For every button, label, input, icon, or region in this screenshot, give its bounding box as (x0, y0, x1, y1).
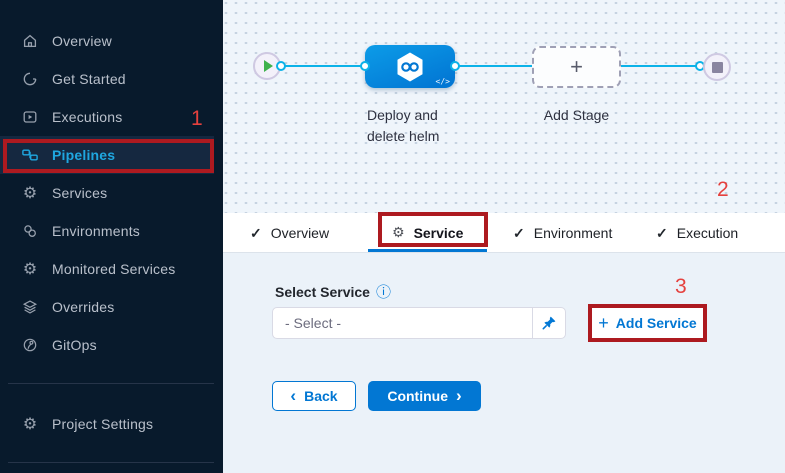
connector-dot[interactable] (360, 61, 370, 71)
select-service-label: Select Service (275, 284, 370, 300)
stage-config-tabbar: ✓ Overview ⚙ Service ✓ Environment ✓ Exe… (223, 212, 785, 253)
sidebar-item-label: Pipelines (52, 147, 116, 163)
add-stage-node[interactable]: + (532, 46, 621, 88)
annotation-box-2 (378, 212, 488, 247)
gear-icon: ⚙ (22, 183, 38, 202)
sidebar-item-label: GitOps (52, 337, 97, 353)
service-select-dropdown[interactable]: - Select - (272, 307, 566, 339)
select-placeholder: - Select - (285, 315, 342, 331)
sidebar-item-monitored-services[interactable]: ⚙ Monitored Services (0, 250, 223, 288)
sidebar-item-label: Executions (52, 109, 123, 125)
code-icon[interactable]: </> (435, 77, 450, 86)
cd-infinity-icon (393, 50, 427, 89)
sidebar-item-executions[interactable]: Executions (0, 98, 223, 136)
pipeline-canvas: </> + Deploy and delete helm Add Stage 2 (223, 0, 785, 213)
stage-title: Deploy and delete helm (367, 107, 440, 144)
flow-connector-line (459, 65, 532, 67)
select-service-label-row: Select Service ⓘ (275, 284, 391, 300)
stage-node-deploy[interactable]: </> (365, 45, 455, 88)
pin-icon[interactable] (532, 308, 565, 338)
executions-icon (22, 109, 38, 125)
sidebar-item-label: Overview (52, 33, 112, 49)
pipelines-icon (22, 147, 38, 163)
play-icon (264, 60, 273, 72)
add-service-bg (588, 304, 707, 342)
sidebar-item-overview[interactable]: Overview (0, 22, 223, 60)
annotation-box-1 (3, 139, 214, 173)
sidebar-item-label: Monitored Services (52, 261, 176, 277)
check-icon: ✓ (250, 224, 262, 241)
check-icon: ✓ (513, 224, 525, 241)
sidebar: Overview Get Started Executions Pipeline… (0, 0, 223, 473)
check-icon: ✓ (656, 224, 668, 241)
info-icon[interactable]: ⓘ (375, 282, 391, 301)
plus-icon: + (570, 54, 583, 79)
annotation-number-3: 3 (675, 275, 687, 298)
chevron-right-icon: › (455, 386, 462, 405)
back-button[interactable]: ‹ Back (272, 381, 356, 411)
annotation-number-2: 2 (717, 178, 729, 201)
add-stage-label: Add Stage (543, 107, 610, 123)
stop-icon (711, 61, 723, 73)
gitops-icon (22, 337, 38, 353)
monitored-services-icon: ⚙ (22, 259, 38, 278)
chevron-left-icon: ‹ (290, 386, 297, 405)
sidebar-item-label: Project Settings (52, 416, 154, 432)
sidebar-item-label: Services (52, 185, 108, 201)
tab-service[interactable]: ⚙ Service (392, 225, 464, 241)
home-icon (22, 33, 38, 49)
continue-button[interactable]: Continue › (368, 381, 481, 411)
active-tab-underline (368, 249, 487, 252)
sidebar-item-environments[interactable]: Environments (0, 212, 223, 250)
gear-icon: ⚙ (22, 414, 38, 433)
pipeline-end-node[interactable] (703, 53, 731, 81)
service-tab-panel: Select Service ⓘ - Select - + Add Servic… (223, 253, 785, 473)
sidebar-item-project-settings[interactable]: ⚙ Project Settings (0, 405, 223, 443)
layers-icon (22, 299, 38, 315)
flow-connector-line (621, 65, 700, 67)
plus-icon: + (598, 313, 609, 333)
annotation-box-3 (588, 304, 707, 342)
get-started-icon (22, 71, 38, 87)
sidebar-item-get-started[interactable]: Get Started (0, 60, 223, 98)
gear-icon: ⚙ (392, 225, 405, 241)
sidebar-item-overrides[interactable]: Overrides (0, 288, 223, 326)
sidebar-item-label: Overrides (52, 299, 115, 315)
sidebar-item-label: Environments (52, 223, 140, 239)
sidebar-item-label: Get Started (52, 71, 126, 87)
annotation-number-1: 1 (191, 107, 203, 130)
connector-dot[interactable] (276, 61, 286, 71)
sidebar-item-services[interactable]: ⚙ Services (0, 174, 223, 212)
sidebar-divider (8, 462, 214, 463)
tab-environment[interactable]: ✓ Environment (513, 224, 613, 242)
tab-overview[interactable]: ✓ Overview (250, 224, 330, 242)
flow-connector-line (285, 65, 366, 67)
sidebar-item-gitops[interactable]: GitOps (0, 326, 223, 364)
environments-icon (22, 223, 38, 239)
add-service-button[interactable]: + Add Service (598, 313, 697, 333)
tab-execution[interactable]: ✓ Execution (656, 224, 739, 242)
sidebar-divider (8, 383, 214, 384)
